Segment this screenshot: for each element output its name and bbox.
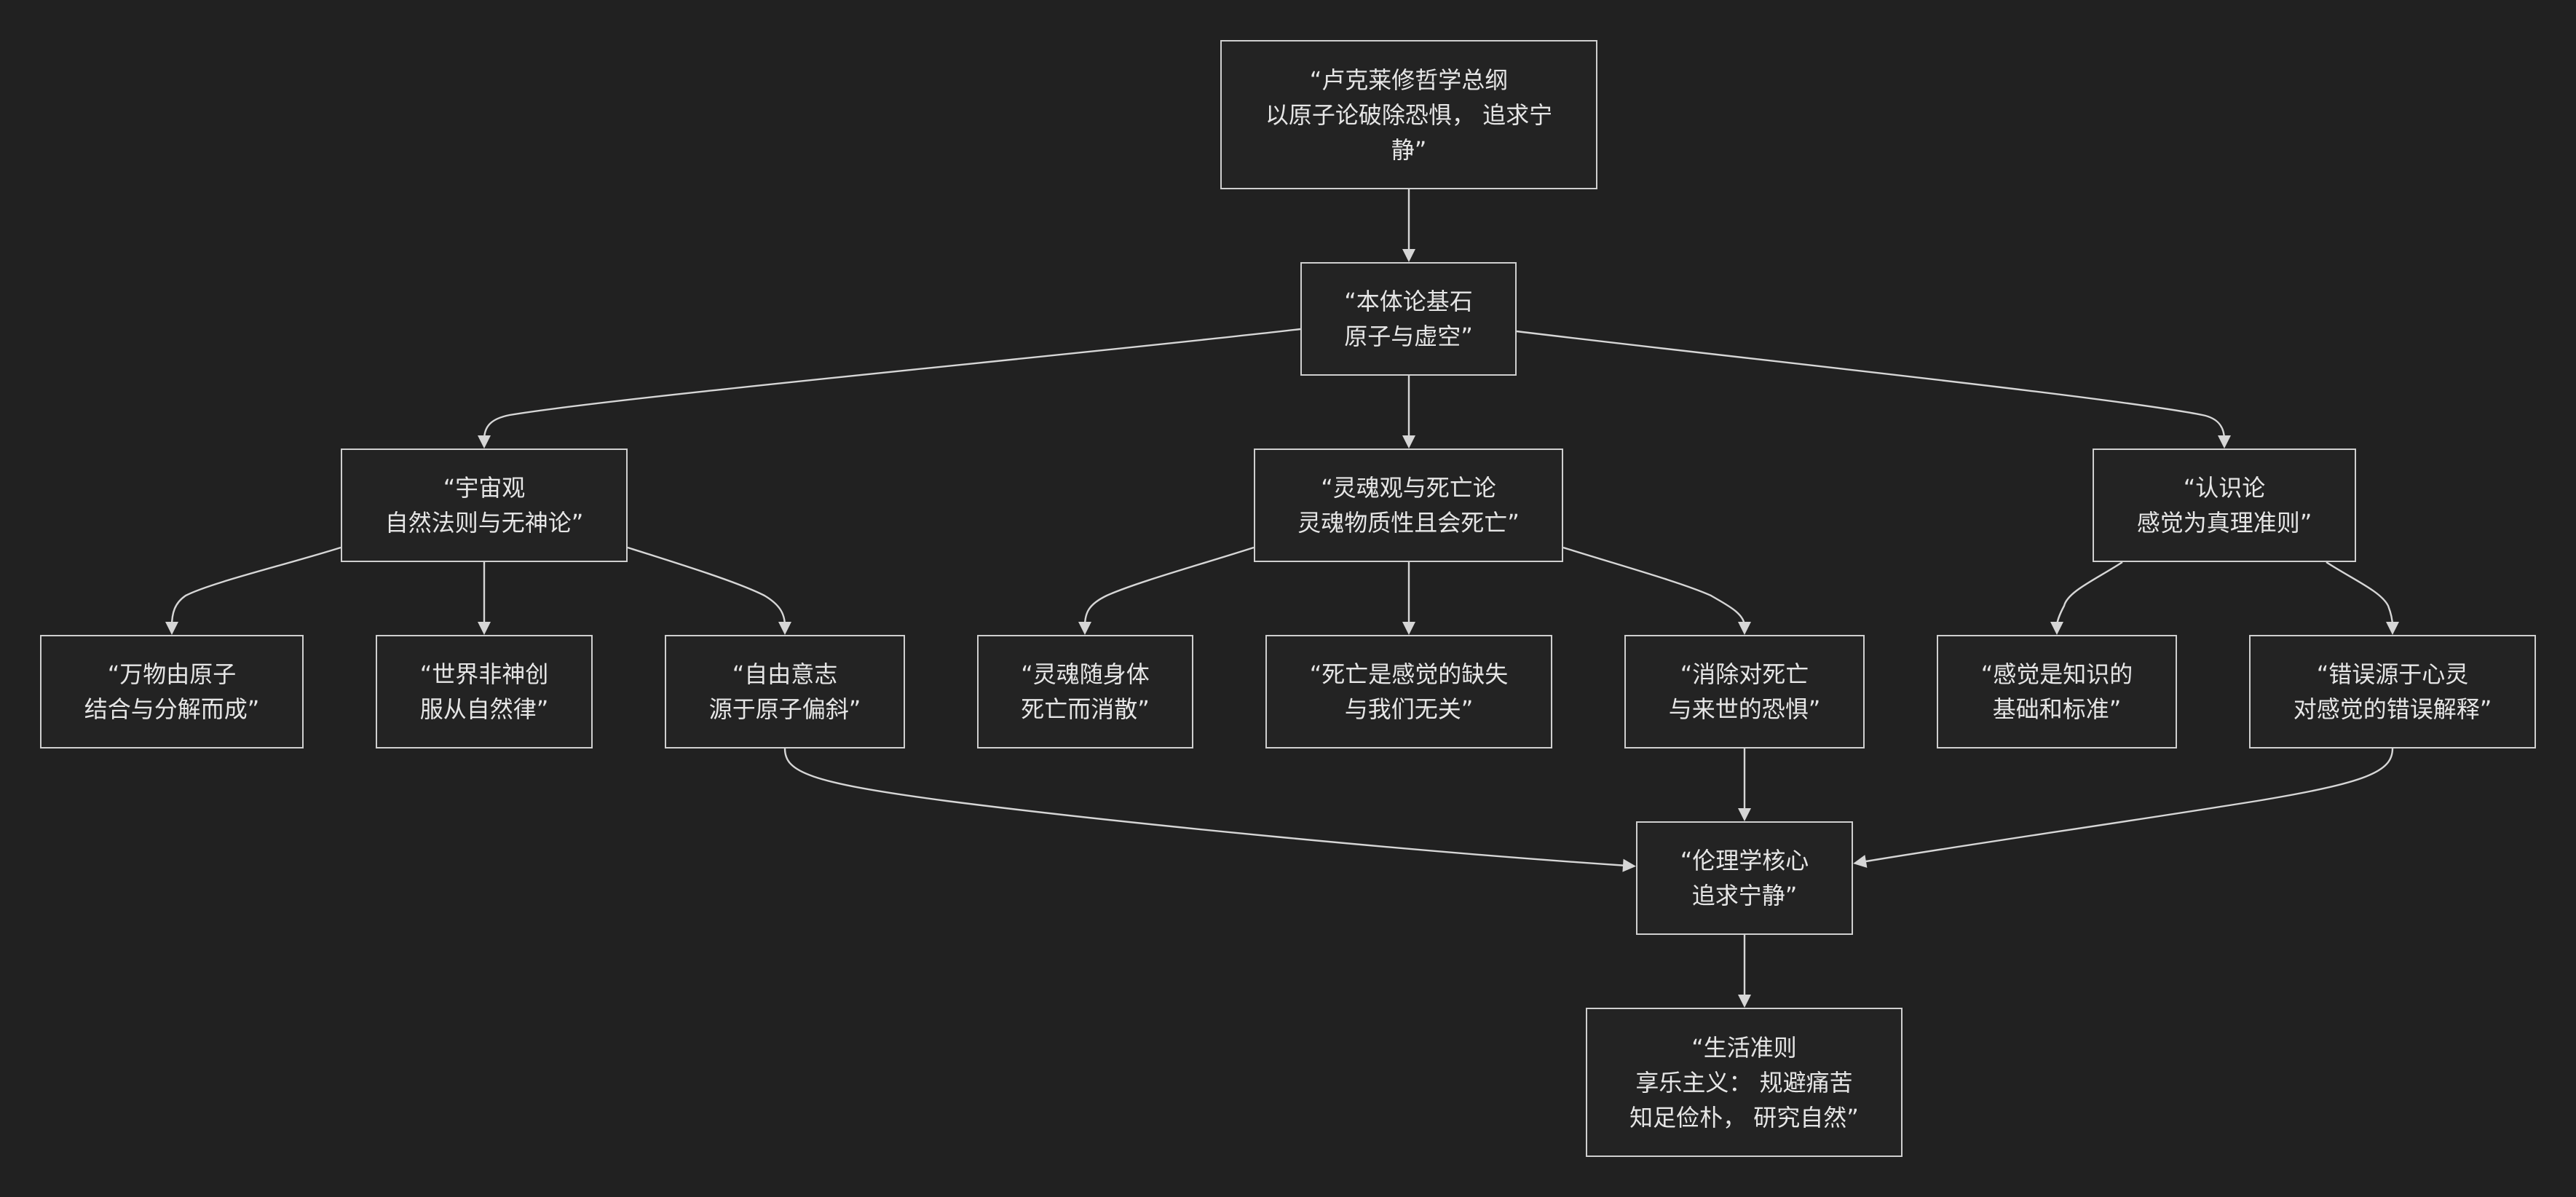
node-atoms-line-1: 结合与分解而成” bbox=[84, 695, 260, 723]
node-soul: “灵魂观与死亡论灵魂物质性且会死亡” bbox=[1254, 449, 1563, 562]
node-epistemology: “认识论感觉为真理准则” bbox=[2093, 449, 2356, 562]
node-error-line-0: “错误源于心灵 bbox=[2316, 660, 2469, 688]
node-freewill: “自由意志源于原子偏斜” bbox=[665, 635, 905, 748]
node-fear-line-0: “消除对死亡 bbox=[1680, 660, 1809, 688]
arrowhead-soul-to-death bbox=[1402, 622, 1415, 635]
node-atoms: “万物由原子结合与分解而成” bbox=[40, 635, 304, 748]
node-sense: “感觉是知识的基础和标准” bbox=[1937, 635, 2177, 748]
arrowhead-error-to-ethics bbox=[1853, 855, 1868, 868]
edge-ontology-to-cosmology bbox=[483, 328, 1301, 441]
node-root-line-2: 静” bbox=[1391, 135, 1427, 164]
node-root: “卢克莱修哲学总纲以原子论破除恐惧， 追求宁静” bbox=[1220, 40, 1597, 189]
node-soul-line-1: 灵魂物质性且会死亡” bbox=[1297, 509, 1520, 537]
node-root-line-0: “卢克莱修哲学总纲 bbox=[1309, 66, 1509, 94]
node-epistemology-line-1: 感觉为真理准则” bbox=[2136, 509, 2312, 537]
node-soul_dies-line-0: “灵魂随身体 bbox=[1021, 660, 1150, 688]
node-cosmology: “宇宙观自然法则与无神论” bbox=[341, 449, 628, 562]
arrowhead-ontology-to-soul bbox=[1402, 435, 1415, 449]
node-epistemology-line-0: “认识论 bbox=[2183, 474, 2266, 502]
node-soul-line-0: “灵魂观与死亡论 bbox=[1321, 474, 1496, 502]
edge-cosmology-to-freewill bbox=[627, 546, 786, 627]
node-life-line-0: “生活准则 bbox=[1691, 1033, 1797, 1062]
node-cosmology-line-1: 自然法则与无神论” bbox=[384, 509, 584, 537]
edge-soul-to-soul_dies bbox=[1083, 546, 1255, 627]
node-nature-line-1: 服从自然律” bbox=[419, 695, 549, 723]
edge-epistemology-to-error bbox=[2326, 561, 2394, 627]
node-life-line-2: 知足俭朴， 研究自然” bbox=[1629, 1103, 1859, 1131]
arrowhead-ethics-to-life bbox=[1738, 995, 1751, 1008]
edge-epistemology-to-sense bbox=[2055, 561, 2123, 627]
arrowhead-cosmology-to-freewill bbox=[778, 622, 791, 635]
edge-soul-to-fear bbox=[1562, 546, 1746, 627]
arrowhead-cosmology-to-nature bbox=[478, 622, 491, 635]
node-error-line-1: 对感觉的错误解释” bbox=[2293, 695, 2492, 723]
node-ontology-line-1: 原子与虚空” bbox=[1344, 323, 1473, 350]
node-ontology: “本体论基石原子与虚空” bbox=[1300, 262, 1517, 376]
node-sense-line-0: “感觉是知识的 bbox=[1980, 660, 2133, 688]
node-death-line-1: 与我们无关” bbox=[1344, 695, 1474, 723]
node-error: “错误源于心灵对感觉的错误解释” bbox=[2249, 635, 2536, 748]
node-nature: “世界非神创服从自然律” bbox=[376, 635, 593, 748]
arrowhead-ontology-to-cosmology bbox=[478, 435, 491, 449]
node-freewill-line-0: “自由意志 bbox=[732, 660, 838, 688]
node-nature-line-0: “世界非神创 bbox=[419, 660, 549, 688]
edge-ontology-to-epistemology bbox=[1516, 330, 2226, 441]
node-life: “生活准则享乐主义： 规避痛苦知足俭朴， 研究自然” bbox=[1586, 1008, 1903, 1157]
node-ontology-line-0: “本体论基石 bbox=[1344, 288, 1473, 315]
arrowhead-epistemology-to-error bbox=[2386, 622, 2399, 635]
arrowhead-fear-to-ethics bbox=[1738, 808, 1751, 821]
arrowhead-soul-to-fear bbox=[1738, 622, 1751, 635]
node-life-line-1: 享乐主义： 规避痛苦 bbox=[1635, 1068, 1853, 1097]
node-death: “死亡是感觉的缺失与我们无关” bbox=[1265, 635, 1552, 748]
node-cosmology-line-0: “宇宙观 bbox=[443, 474, 526, 502]
node-death-line-0: “死亡是感觉的缺失 bbox=[1309, 660, 1509, 688]
node-fear: “消除对死亡与来世的恐惧” bbox=[1624, 635, 1865, 748]
arrowhead-ontology-to-epistemology bbox=[2218, 435, 2231, 449]
node-freewill-line-1: 源于原子偏斜” bbox=[708, 695, 861, 723]
edge-freewill-to-ethics bbox=[783, 748, 1628, 867]
node-atoms-line-0: “万物由原子 bbox=[107, 660, 237, 688]
arrowhead-freewill-to-ethics bbox=[1622, 858, 1636, 872]
node-ethics: “伦理学核心追求宁静” bbox=[1636, 821, 1853, 935]
arrowhead-root-to-ontology bbox=[1402, 249, 1415, 262]
edge-error-to-ethics bbox=[1861, 748, 2394, 864]
node-fear-line-1: 与来世的恐惧” bbox=[1668, 695, 1821, 723]
node-ethics-line-0: “伦理学核心 bbox=[1680, 847, 1809, 874]
node-root-line-1: 以原子论破除恐惧， 追求宁 bbox=[1265, 100, 1553, 129]
arrowhead-cosmology-to-atoms bbox=[165, 622, 178, 635]
arrowhead-epistemology-to-sense bbox=[2050, 622, 2063, 635]
node-soul_dies-line-1: 死亡而消散” bbox=[1021, 695, 1150, 723]
edge-cosmology-to-atoms bbox=[170, 546, 341, 627]
edges-layer bbox=[165, 189, 2399, 1008]
node-sense-line-1: 基础和标准” bbox=[1992, 695, 2122, 723]
node-ethics-line-1: 追求宁静” bbox=[1691, 882, 1798, 909]
arrowhead-soul-to-soul_dies bbox=[1078, 622, 1091, 635]
node-soul_dies: “灵魂随身体死亡而消散” bbox=[977, 635, 1193, 748]
